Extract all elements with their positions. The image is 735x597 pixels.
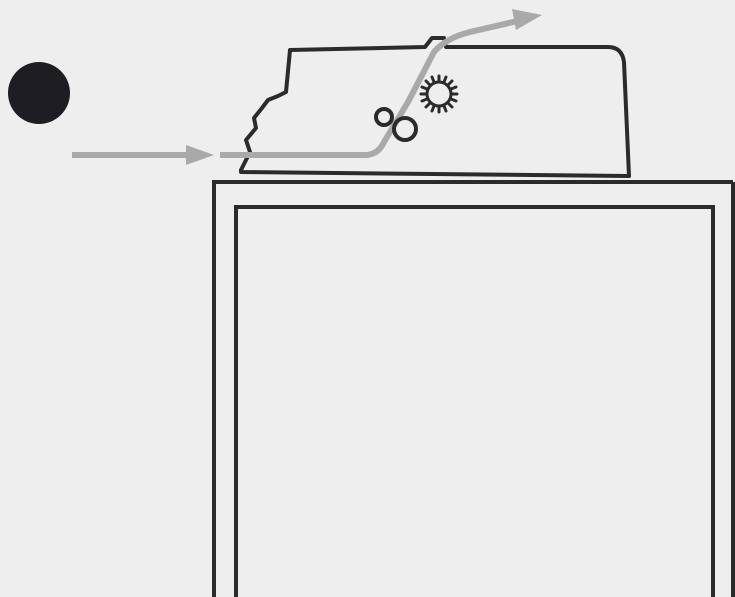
feed-path-arrow bbox=[220, 9, 542, 155]
table bbox=[214, 182, 733, 597]
gear-teeth bbox=[421, 76, 457, 112]
table-inner-outline bbox=[236, 207, 713, 597]
feed-path-arrow-head bbox=[512, 9, 542, 30]
large-roller bbox=[394, 118, 416, 140]
rollers bbox=[376, 109, 416, 140]
table-outer-outline bbox=[214, 182, 733, 597]
feed-path-line bbox=[220, 20, 522, 155]
small-roller bbox=[376, 109, 392, 125]
black-dot bbox=[8, 62, 70, 124]
incoming-arrow-head bbox=[186, 145, 214, 165]
gear-icon bbox=[421, 76, 457, 112]
incoming-arrow bbox=[72, 145, 214, 165]
